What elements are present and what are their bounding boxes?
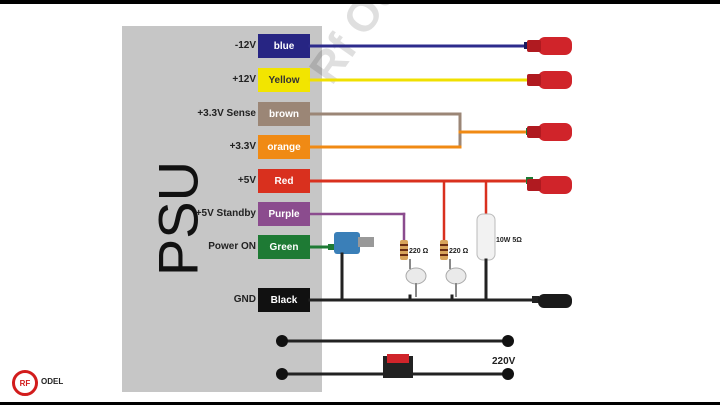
resistor-2-label: 220 Ω <box>449 248 469 255</box>
voltage-label: +5V Standby <box>195 208 256 219</box>
wire-end-gnd <box>532 296 539 303</box>
power-resistor-label: 10W 5Ω <box>496 237 522 244</box>
wire-color-box: Green <box>258 235 310 259</box>
led-1 <box>405 267 427 285</box>
resistor-220-2-band <box>440 244 448 246</box>
banana-plug-blue-collar <box>527 40 541 52</box>
banana-plug-black <box>538 294 572 308</box>
mains-terminal-top-right <box>502 335 514 347</box>
voltage-label: +5V <box>237 175 256 186</box>
voltage-label: GND <box>233 294 256 305</box>
mains-terminal-bottom-left <box>276 368 288 380</box>
resistor-220-2-band <box>440 254 448 256</box>
rocker-switch-cap <box>387 354 409 363</box>
logo-text: ODEL <box>41 377 64 386</box>
mains-terminal-bottom-right <box>502 368 514 380</box>
resistor-220-1-band <box>400 244 408 246</box>
toggle-switch-lever <box>358 237 374 247</box>
power-resistor <box>476 213 496 261</box>
wire-color-box: brown <box>258 102 310 126</box>
resistor-1-label: 220 Ω <box>409 248 429 255</box>
resistor-220-2-band <box>440 249 448 251</box>
wire-color-box: Yellow <box>258 68 310 92</box>
voltage-label: -12V <box>234 40 256 51</box>
wire-color-box: Red <box>258 169 310 193</box>
banana-plug-yellow <box>538 71 572 89</box>
banana-plug-red-collar <box>527 179 541 191</box>
wire-color-box: Purple <box>258 202 310 226</box>
wiring-diagram: 220 Ω 220 Ω 10W 5Ω 220V <box>276 37 572 380</box>
mains-terminal-top-left <box>276 335 288 347</box>
toggle-switch <box>334 232 360 254</box>
banana-plug-red <box>538 176 572 194</box>
wire-end-power-on <box>328 244 334 250</box>
resistor-220-1-band <box>400 249 408 251</box>
logo-mark: RF <box>12 370 38 396</box>
resistor-220-1-band <box>400 254 408 256</box>
voltage-label: +3.3V Sense <box>197 108 256 119</box>
voltage-label: Power ON <box>208 241 256 252</box>
mains-voltage-label: 220V <box>492 356 516 367</box>
banana-plug-yellow-collar <box>527 74 541 86</box>
voltage-label: +3.3V <box>229 141 256 152</box>
banana-plug-orange <box>538 123 572 141</box>
wire-color-box: Black <box>258 288 310 312</box>
led-2 <box>445 267 467 285</box>
banana-plug-blue <box>538 37 572 55</box>
banana-plug-orange-collar <box>527 126 541 138</box>
wire-color-box: orange <box>258 135 310 159</box>
wire-color-box: blue <box>258 34 310 58</box>
voltage-label: +12V <box>232 74 256 85</box>
